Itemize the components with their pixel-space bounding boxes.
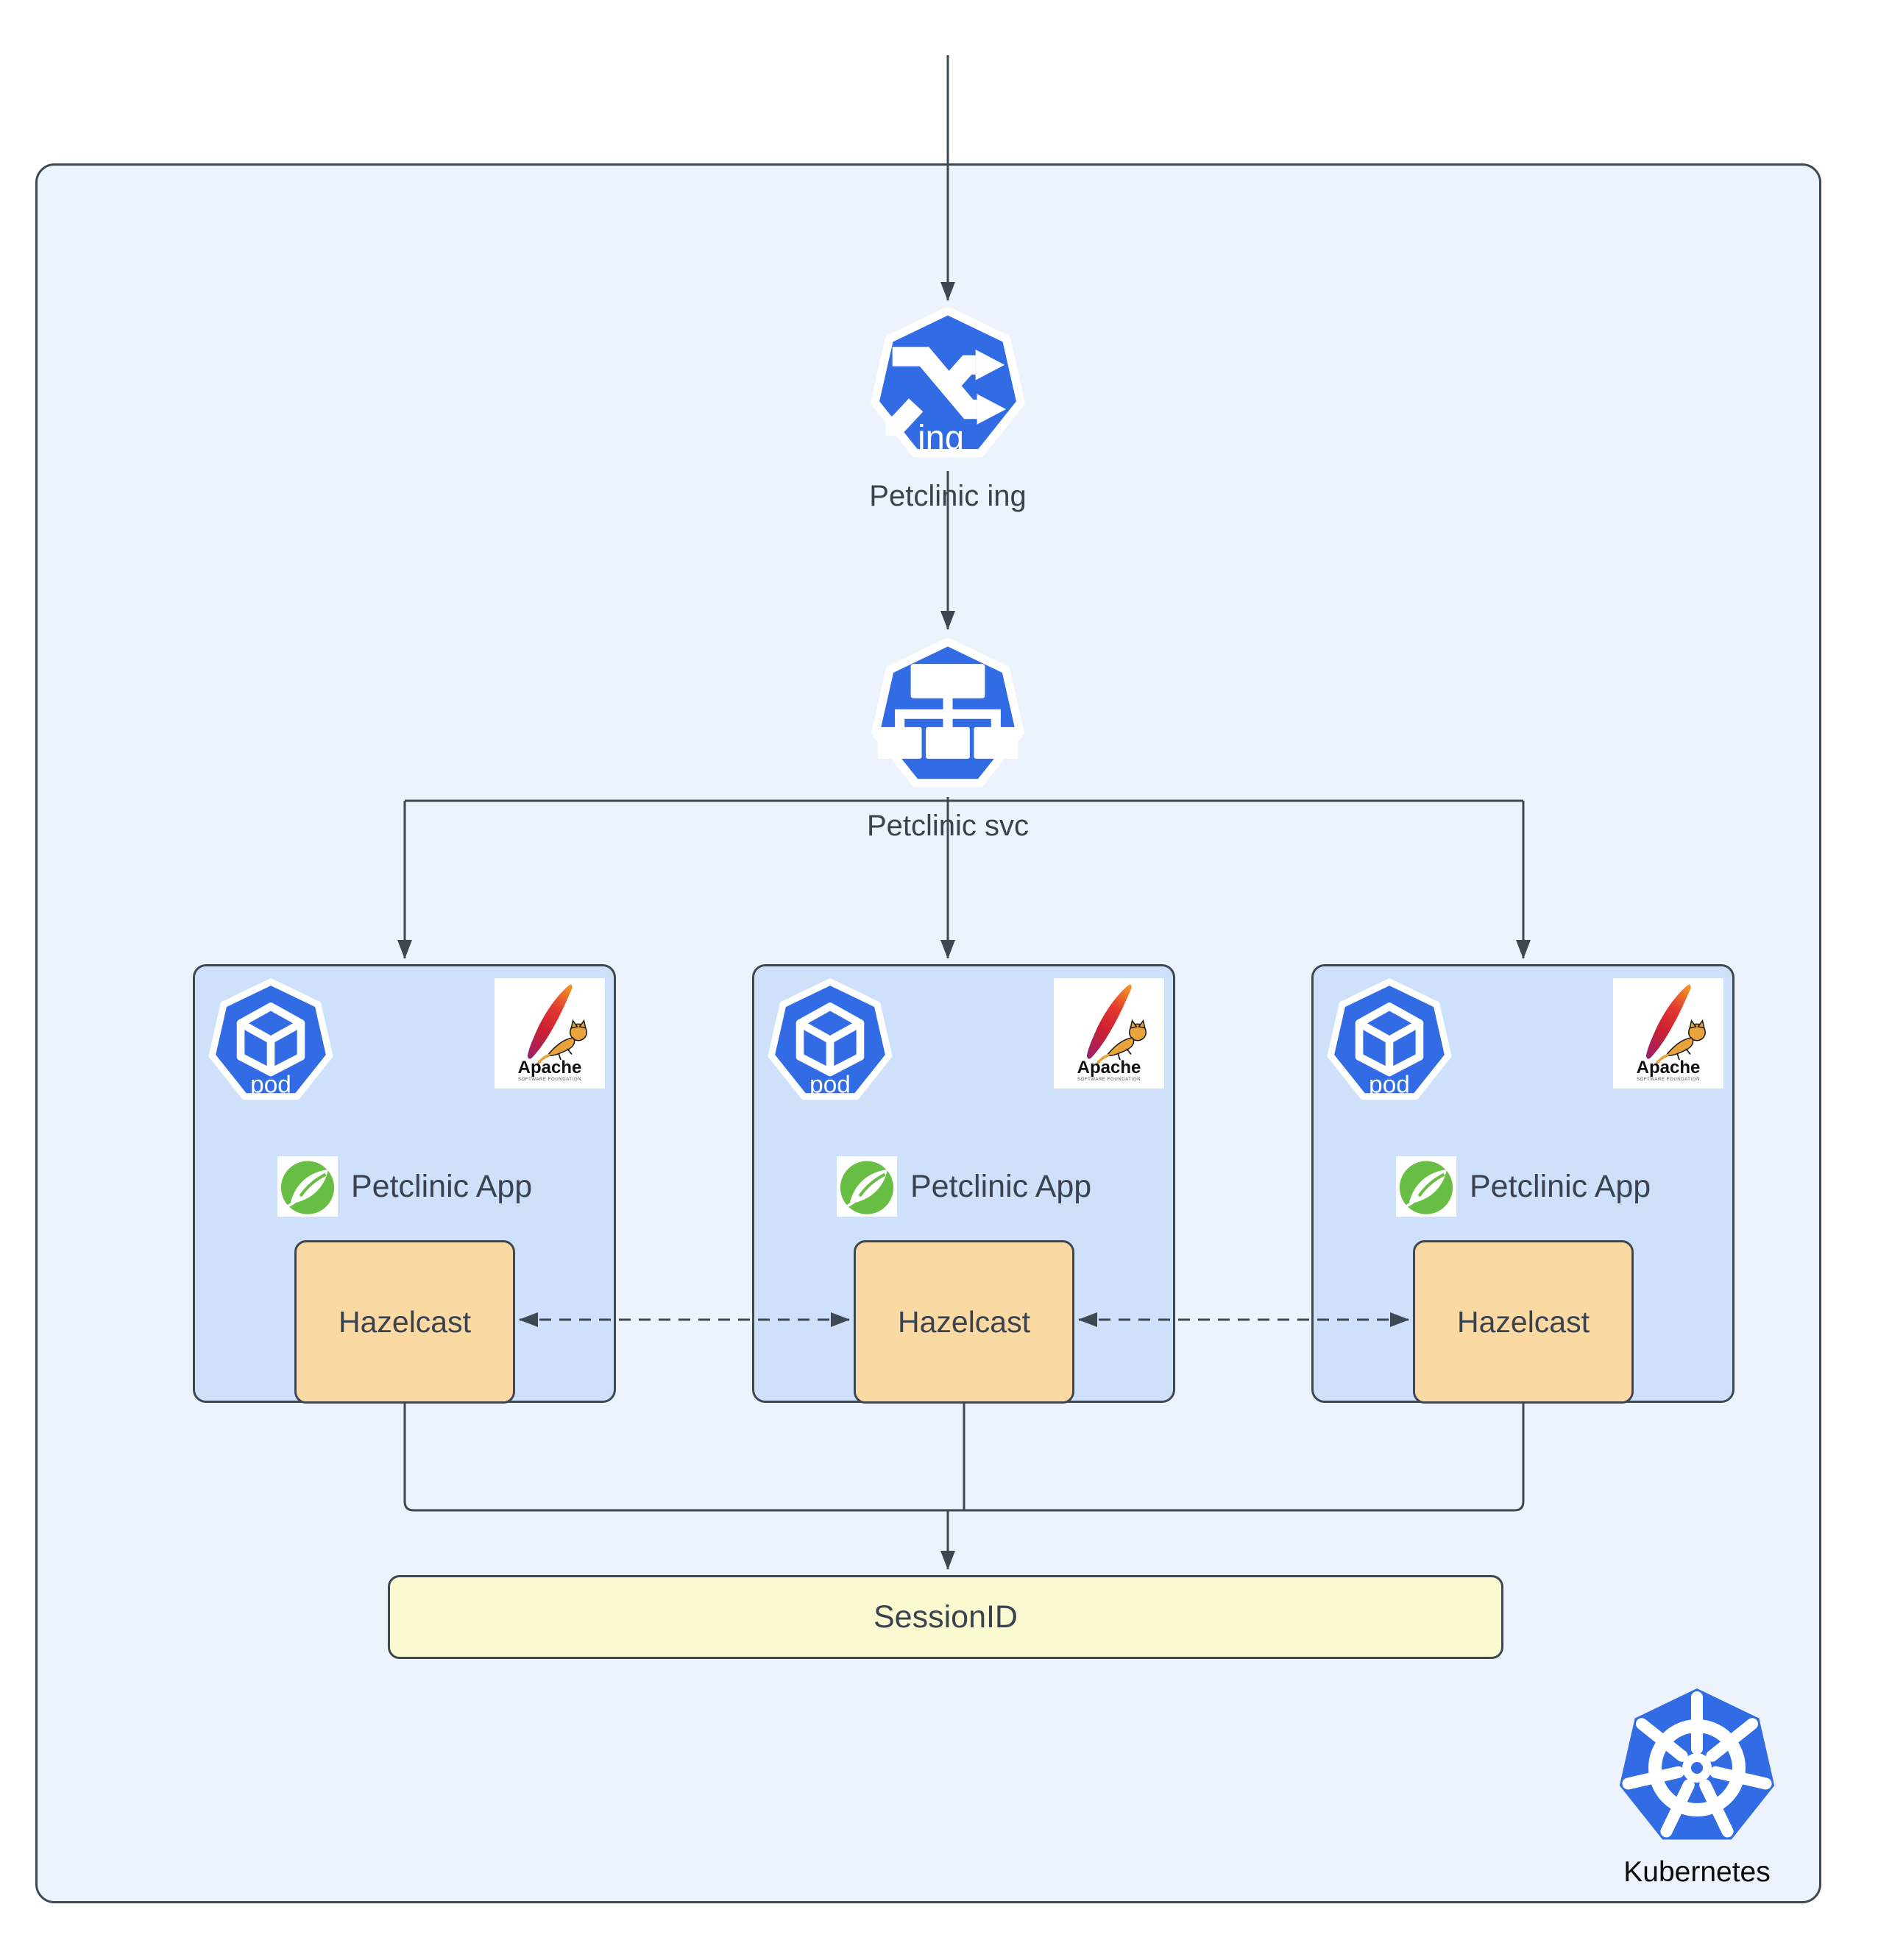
hazelcast-box-3: Hazelcast: [1413, 1240, 1634, 1404]
hazelcast-box-2: Hazelcast: [854, 1240, 1074, 1404]
session-id-box: SessionID: [388, 1575, 1503, 1659]
app-label: Petclinic App: [1470, 1168, 1651, 1204]
app-row: Petclinic App: [277, 1156, 532, 1217]
cube-icon: [236, 1002, 305, 1077]
kubernetes-label: Kubernetes: [1623, 1856, 1771, 1888]
app-row: Petclinic App: [837, 1156, 1091, 1217]
apache-tomcat-icon: Apache SOFTWARE FOUNDATION: [1613, 978, 1723, 1089]
pod-icon: pod: [208, 978, 333, 1100]
spring-icon: [277, 1156, 338, 1217]
apache-logo-subtitle: SOFTWARE FOUNDATION: [518, 1078, 581, 1082]
pod-icon: pod: [1327, 978, 1452, 1100]
spring-icon: [837, 1156, 897, 1217]
tomcat-cat-icon: [1654, 1019, 1706, 1066]
spring-icon: [1396, 1156, 1456, 1217]
cube-icon: [796, 1002, 865, 1077]
hazelcast-box-1: Hazelcast: [294, 1240, 515, 1404]
apache-tomcat-icon: Apache SOFTWARE FOUNDATION: [1054, 978, 1164, 1089]
pod-badge: pod: [1369, 1071, 1410, 1098]
service-tree-icon: [877, 664, 1018, 759]
pod-badge: pod: [809, 1071, 851, 1098]
apache-logo-subtitle: SOFTWARE FOUNDATION: [1637, 1078, 1700, 1082]
service-icon: [871, 637, 1024, 788]
app-label: Petclinic App: [910, 1168, 1092, 1204]
pod-icon: pod: [768, 978, 893, 1100]
app-row: Petclinic App: [1396, 1156, 1651, 1217]
hazelcast-label: Hazelcast: [338, 1304, 471, 1339]
tomcat-cat-icon: [1095, 1019, 1147, 1066]
apache-tomcat-icon: Apache SOFTWARE FOUNDATION: [495, 978, 605, 1089]
hazelcast-label: Hazelcast: [1456, 1304, 1590, 1339]
kubernetes-icon: [1619, 1688, 1775, 1840]
tomcat-cat-icon: [536, 1019, 587, 1066]
apache-logo-title: Apache: [1637, 1058, 1701, 1078]
hazelcast-label: Hazelcast: [897, 1304, 1030, 1339]
apache-logo-title: Apache: [1077, 1058, 1141, 1078]
app-label: Petclinic App: [351, 1168, 533, 1204]
ingress-label: Petclinic ing: [869, 480, 1027, 512]
pod-badge: pod: [250, 1071, 291, 1098]
ingress-badge: ing: [918, 418, 964, 457]
service-label: Petclinic svc: [866, 810, 1030, 842]
shuffle-arrows-icon: [885, 347, 1007, 436]
apache-logo-subtitle: SOFTWARE FOUNDATION: [1077, 1078, 1141, 1082]
session-id-label: SessionID: [874, 1599, 1018, 1635]
cube-icon: [1355, 1002, 1424, 1077]
ingress-icon: ing: [871, 306, 1025, 458]
apache-logo-title: Apache: [518, 1058, 582, 1078]
